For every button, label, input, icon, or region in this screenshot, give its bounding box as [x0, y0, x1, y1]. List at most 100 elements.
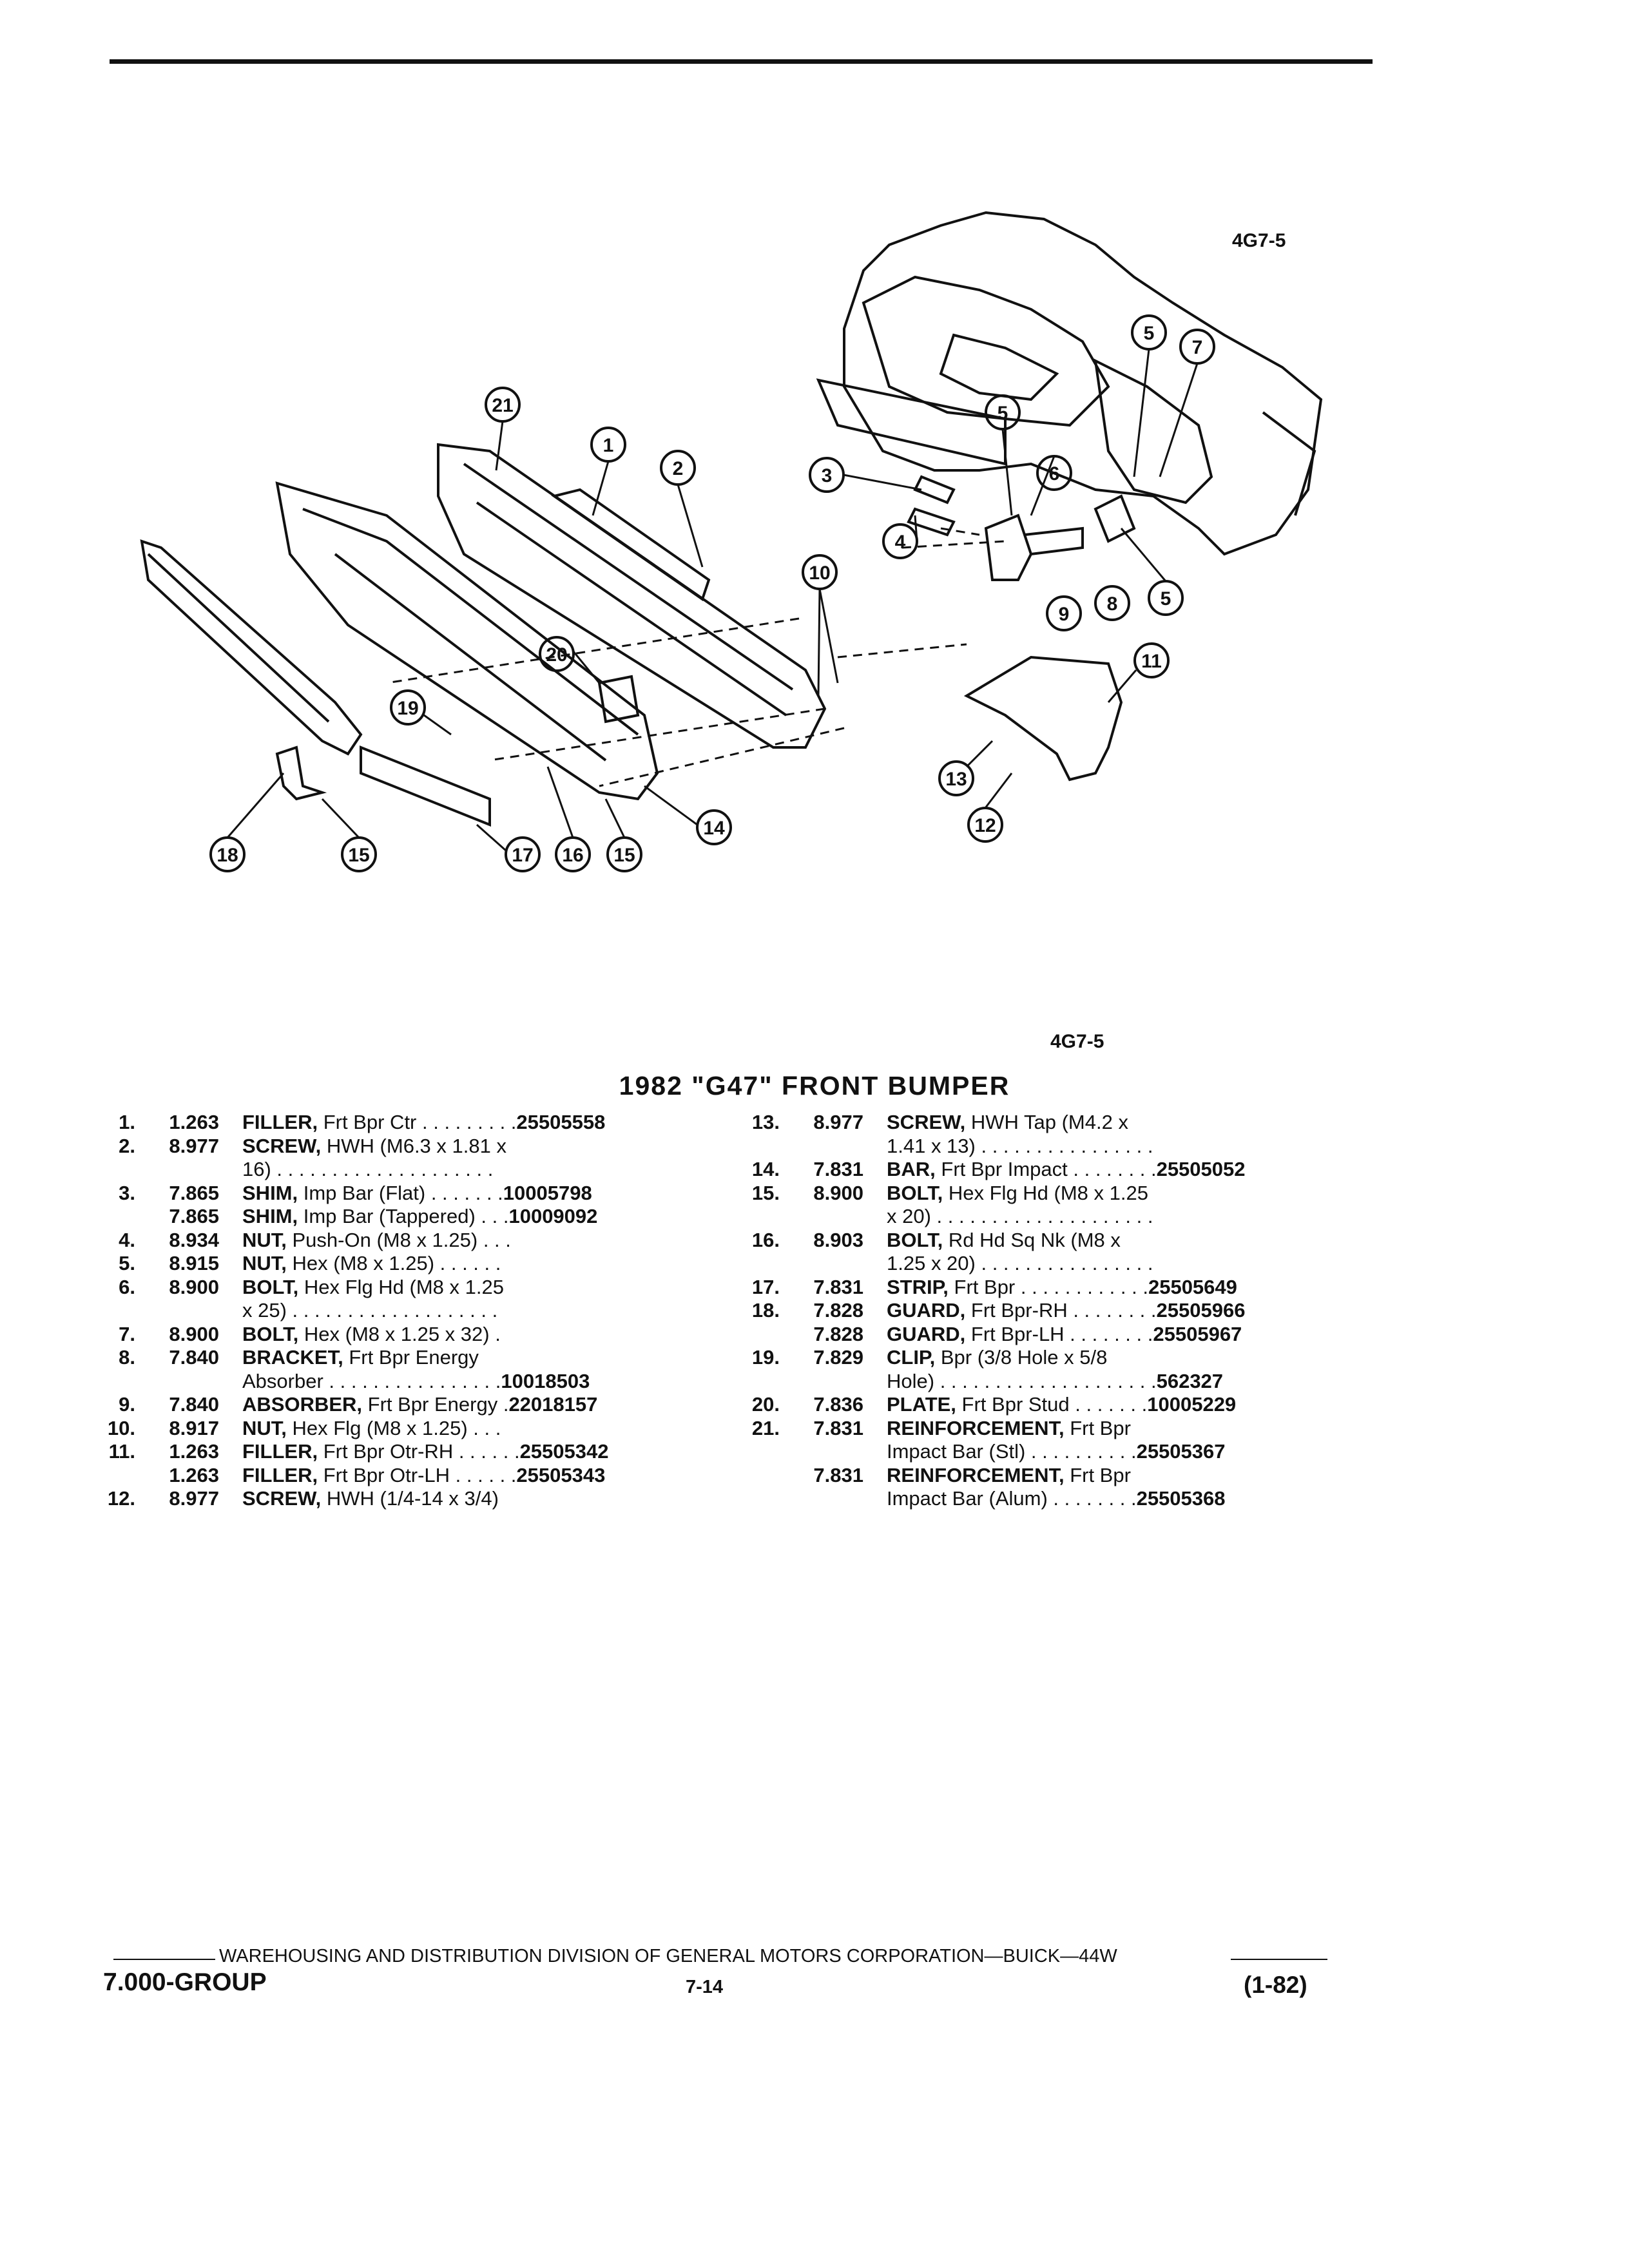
part-detail: Frt Bpr Energy .	[367, 1393, 509, 1416]
part-detail: Bpr (3/8 Hole x 5/8	[940, 1346, 1108, 1369]
item-number: 14.	[751, 1158, 780, 1180]
group-number: 7.865	[169, 1181, 219, 1204]
part-number: 25505967	[1153, 1322, 1242, 1345]
group-number: 8.917	[169, 1416, 219, 1439]
part-detail: HWH (M6.3 x 1.81 x	[326, 1134, 506, 1157]
callout-15a: 15	[348, 845, 369, 866]
part-name: CLIP,	[887, 1346, 941, 1369]
center-filler	[551, 488, 711, 602]
part-description: Absorber . . . . . . . . . . . . . . . .…	[242, 1370, 709, 1394]
part-name: SHIM,	[242, 1205, 304, 1227]
part-name: FILLER,	[242, 1111, 323, 1133]
item-number	[77, 1464, 135, 1488]
item-number: 18.	[751, 1299, 780, 1321]
part-number: 10005229	[1147, 1393, 1237, 1416]
parts-row: 8. 7.840 BRACKET, Frt Bpr Energy	[77, 1346, 709, 1370]
group-number	[135, 1299, 219, 1323]
part-description: REINFORCEMENT, Frt Bpr	[887, 1417, 1366, 1441]
group-number	[780, 1205, 863, 1229]
group-number: 8.977	[813, 1111, 863, 1133]
part-description: STRIP, Frt Bpr . . . . . . . . . . . .25…	[887, 1276, 1366, 1300]
part-description: BAR, Frt Bpr Impact . . . . . . . .25505…	[887, 1158, 1366, 1182]
part-description: CLIP, Bpr (3/8 Hole x 5/8	[887, 1346, 1366, 1370]
impact-bar	[275, 481, 659, 801]
callout-12: 12	[974, 815, 996, 836]
group-number	[135, 1370, 219, 1394]
group-number: 7.831	[813, 1416, 863, 1439]
callout-11: 11	[1141, 651, 1162, 672]
group-number: 7.840	[169, 1346, 219, 1369]
callout-14: 14	[703, 818, 725, 839]
part-number: 25505342	[519, 1440, 609, 1463]
item-number	[77, 1370, 135, 1394]
item-number	[77, 1299, 135, 1323]
item-number: 20.	[751, 1393, 780, 1416]
part-detail: Frt Bpr Energy	[349, 1346, 479, 1369]
parts-row: Impact Bar (Alum) . . . . . . . .2550536…	[722, 1487, 1366, 1511]
part-description: BRACKET, Frt Bpr Energy	[242, 1346, 709, 1370]
callout-16: 16	[562, 845, 583, 866]
figure-label-bottom: 4G7-5	[1050, 1031, 1104, 1052]
group-number	[780, 1135, 863, 1158]
part-number: 25505052	[1156, 1158, 1246, 1180]
part-number: 22018157	[508, 1393, 598, 1416]
part-description: FILLER, Frt Bpr Ctr . . . . . . . . .255…	[242, 1111, 709, 1135]
group-number: 1.263	[169, 1463, 219, 1486]
group-number: 7.831	[813, 1158, 863, 1180]
part-description: x 25) . . . . . . . . . . . . . . . . . …	[242, 1299, 709, 1323]
part-name: ABSORBER,	[242, 1393, 368, 1416]
part-detail: Frt Bpr . . . . . . . . . . . .	[954, 1275, 1148, 1298]
outer-filler	[963, 655, 1123, 782]
item-number	[722, 1487, 780, 1511]
vehicle-body-outline	[843, 211, 1323, 556]
group-number: 8.900	[169, 1275, 219, 1298]
group-number: 7.836	[813, 1393, 863, 1416]
parts-row: 1.25 x 20) . . . . . . . . . . . . . . .…	[722, 1252, 1366, 1276]
item-number	[722, 1205, 780, 1229]
group-number: 7.865	[169, 1205, 219, 1227]
part-name: BOLT,	[887, 1228, 949, 1251]
item-number: 1.	[119, 1111, 135, 1133]
item-number: 5.	[119, 1252, 135, 1274]
energy-absorber	[984, 514, 1033, 581]
part-number: 25505558	[516, 1111, 606, 1133]
callout-15b: 15	[613, 845, 635, 866]
item-number: 8.	[119, 1346, 135, 1369]
callout-13: 13	[945, 769, 967, 790]
part-description: SHIM, Imp Bar (Flat) . . . . . . .100057…	[242, 1182, 709, 1206]
part-description: BOLT, Hex Flg Hd (M8 x 1.25	[887, 1182, 1366, 1206]
group-number	[780, 1370, 863, 1394]
part-detail: 16) . . . . . . . . . . . . . . . . . . …	[242, 1158, 494, 1180]
part-detail: Frt Bpr	[1070, 1416, 1131, 1439]
group-number: 7.829	[813, 1346, 863, 1369]
top-rule	[110, 59, 1373, 64]
parts-row: Hole) . . . . . . . . . . . . . . . . . …	[722, 1370, 1366, 1394]
item-number: 9.	[119, 1393, 135, 1416]
footer-date: (1-82)	[1244, 1972, 1307, 1998]
callout-1: 1	[603, 435, 614, 456]
item-number: 13.	[751, 1111, 780, 1133]
part-detail: Hex (M8 x 1.25 x 32) .	[304, 1322, 501, 1345]
part-description: NUT, Hex Flg (M8 x 1.25) . . .	[242, 1417, 709, 1441]
callout-21: 21	[492, 395, 513, 416]
item-number	[722, 1370, 780, 1394]
callout-17: 17	[512, 845, 533, 866]
part-name: BAR,	[887, 1158, 941, 1180]
part-detail: Frt Bpr-RH . . . . . . . .	[970, 1299, 1157, 1321]
group-number: 8.900	[813, 1181, 863, 1204]
callout-4: 4	[895, 532, 906, 553]
part-description: Impact Bar (Alum) . . . . . . . .2550536…	[887, 1487, 1366, 1511]
part-detail: Frt Bpr Ctr . . . . . . . . .	[323, 1111, 517, 1133]
callout-10: 10	[809, 562, 830, 584]
callout-9: 9	[1059, 604, 1070, 625]
part-detail: 1.41 x 13) . . . . . . . . . . . . . . .…	[887, 1134, 1153, 1157]
item-number: 10.	[107, 1416, 135, 1439]
part-description: SCREW, HWH Tap (M4.2 x	[887, 1111, 1366, 1135]
group-number	[135, 1158, 219, 1182]
group-number: 1.263	[169, 1440, 219, 1463]
parts-row: 13. 8.977 SCREW, HWH Tap (M4.2 x	[722, 1111, 1366, 1135]
